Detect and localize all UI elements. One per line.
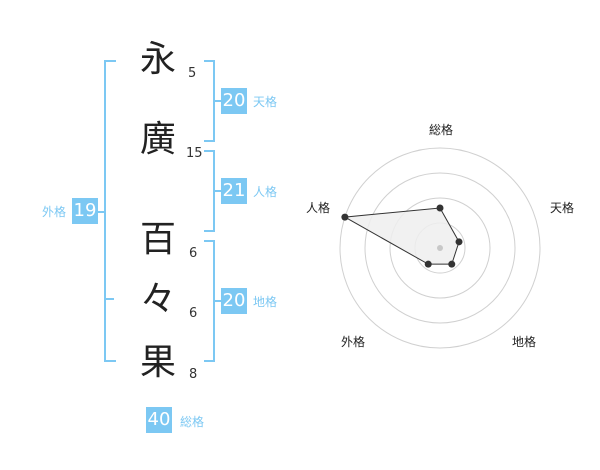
stroke-count-2: 15: [186, 146, 203, 161]
sou-label: 総格: [180, 415, 205, 429]
radar-point-4: [341, 213, 349, 221]
name-char-2: 廣: [139, 119, 176, 160]
sou-value-box: 40: [146, 407, 172, 433]
gai-label: 外格: [42, 205, 67, 219]
radar-polygon: [343, 207, 460, 265]
name-char-3: 百: [139, 219, 176, 260]
axis-label-chi: 地格: [512, 334, 536, 349]
axis-label-gai: 外格: [341, 334, 365, 349]
radar-ring: [389, 197, 491, 299]
name-char-1: 永: [139, 39, 176, 80]
radar-point-0: [436, 204, 444, 212]
axis-label-ten: 天格: [550, 200, 574, 215]
radar-ring: [364, 172, 516, 324]
axis-label-sou: 総格: [429, 122, 453, 137]
stroke-count-3: 6: [189, 246, 198, 261]
ten-bracket-connector: [213, 100, 221, 102]
radar-center-dot: [437, 245, 443, 251]
radar-points: [341, 204, 463, 268]
name-char-4: 々: [139, 279, 176, 320]
name-char-5: 果: [139, 342, 176, 383]
radar-point-3: [424, 260, 432, 268]
ten-label: 天格: [253, 95, 278, 109]
ten-value-box: 20: [221, 88, 247, 114]
radar-ring: [339, 147, 541, 349]
chi-label: 地格: [253, 295, 278, 309]
jin-value-box: 21: [221, 178, 247, 204]
stroke-count-1: 5: [188, 66, 197, 81]
stroke-count-4: 6: [189, 306, 198, 321]
jin-bracket-connector: [213, 190, 221, 192]
axis-label-jin: 人格: [306, 200, 330, 215]
radar-point-1: [455, 238, 463, 246]
chi-value-box: 20: [221, 288, 247, 314]
radar-point-2: [448, 260, 456, 268]
gai-value-box: 19: [72, 198, 98, 224]
outer-bracket-tick: [104, 298, 114, 300]
jin-label: 人格: [253, 185, 278, 199]
stroke-count-5: 8: [189, 367, 198, 382]
outer-bracket-connector: [98, 211, 106, 213]
chi-bracket-connector: [213, 300, 221, 302]
